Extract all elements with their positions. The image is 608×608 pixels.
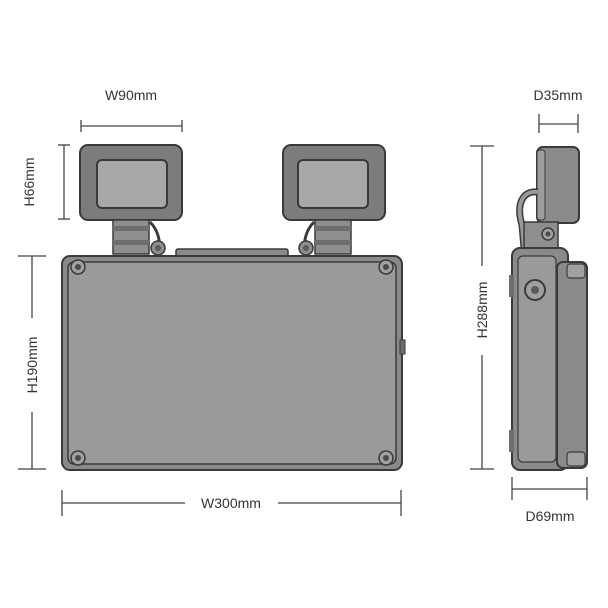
dimension-box-height: H190mm [18, 255, 46, 470]
dim-label-head-depth: D35mm [533, 87, 582, 103]
dimension-head-height: H66mm [21, 144, 70, 220]
screw-bottom-right [378, 450, 394, 466]
left-lamp-head [79, 144, 183, 256]
dimension-head-width: W90mm [80, 87, 183, 132]
screw-bottom-left [70, 450, 86, 466]
main-enclosure [61, 255, 406, 471]
dimension-head-depth: D35mm [533, 87, 583, 133]
screw-top-left [70, 259, 86, 275]
right-lamp-head [282, 144, 386, 256]
dim-label-box-height: H190mm [24, 337, 40, 394]
dim-label-total-height: H288mm [474, 282, 490, 339]
dim-label-head-width: W90mm [105, 87, 157, 103]
screw-top-right [378, 259, 394, 275]
dimension-total-depth: D69mm [511, 477, 588, 524]
dim-label-total-depth: D69mm [525, 508, 574, 524]
side-view [509, 146, 588, 471]
dim-label-box-width: W300mm [201, 495, 261, 511]
front-view [61, 144, 406, 471]
dimension-total-height: H288mm [470, 145, 494, 470]
dim-label-head-height: H66mm [21, 157, 37, 206]
side-enclosure [509, 247, 588, 471]
dimension-box-width: W300mm [61, 490, 402, 516]
